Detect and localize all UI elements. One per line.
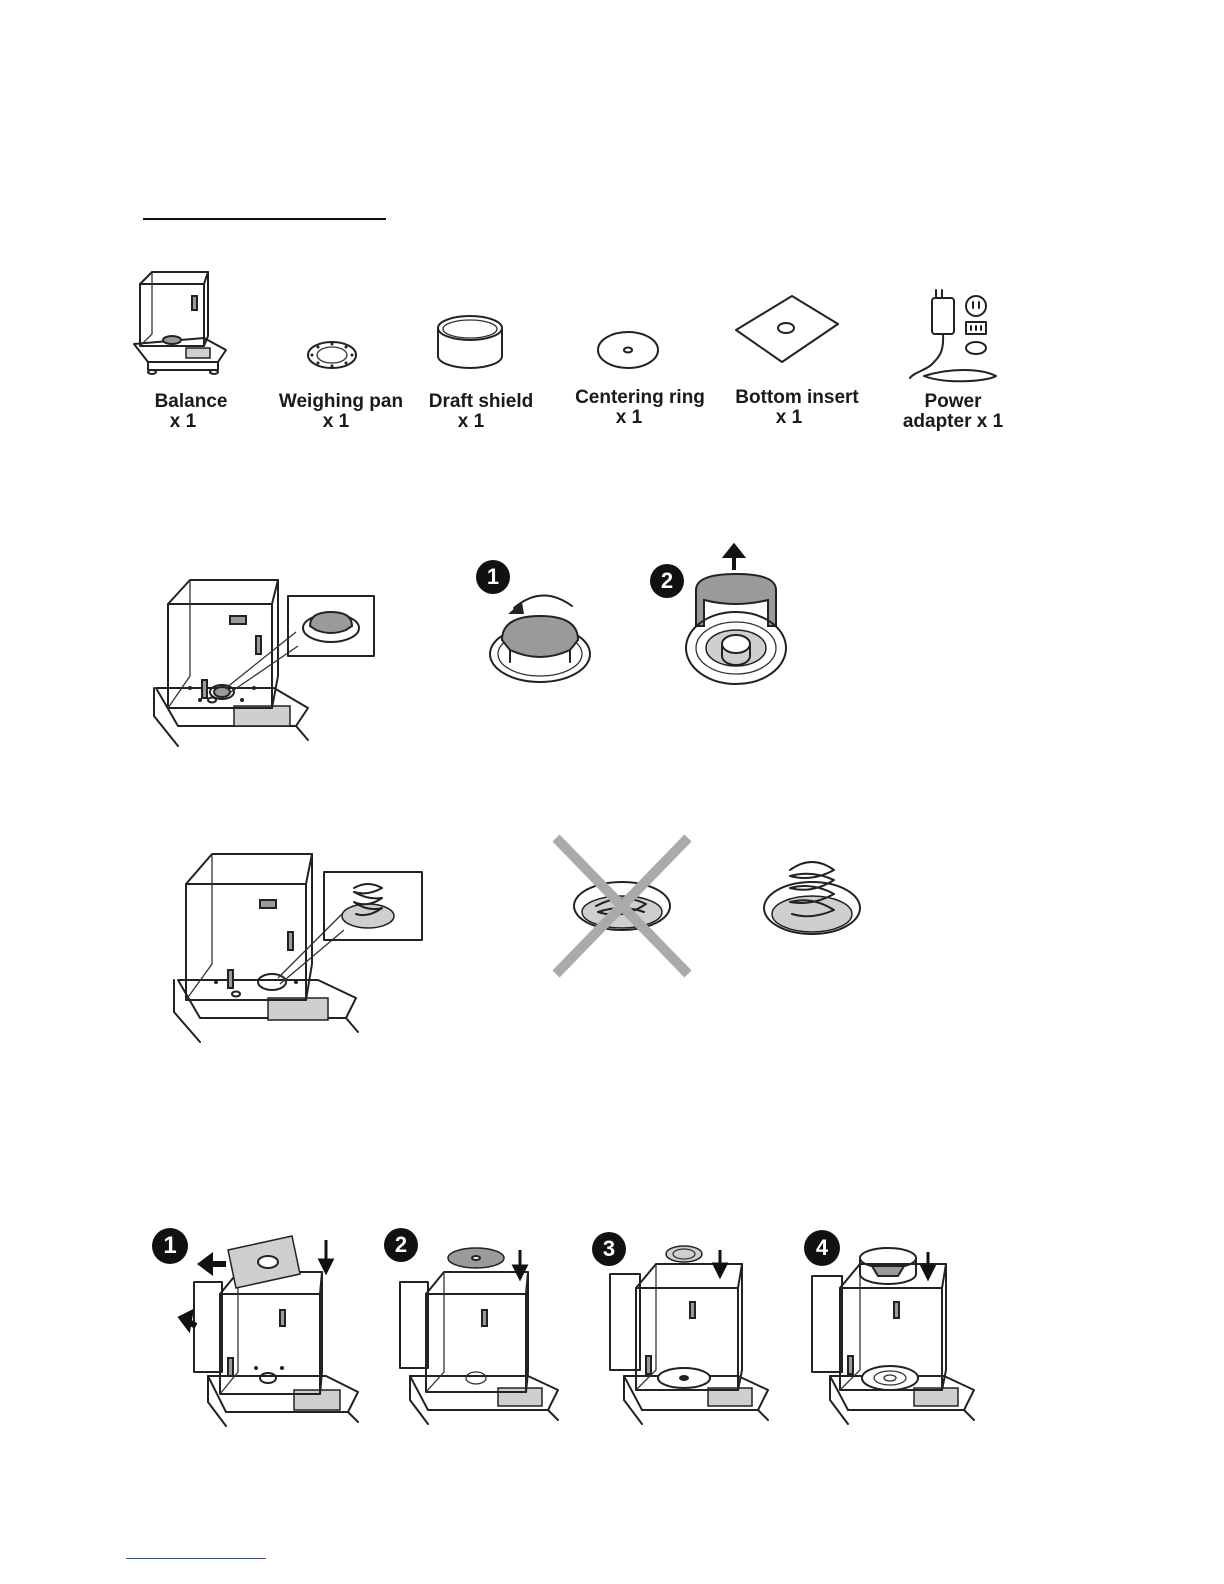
item-balance-label: Balance x 1 [131,392,251,432]
balance-illustration [128,266,233,386]
rotate-lock-illustration [486,590,594,690]
install-step-2-illustration [398,1244,560,1426]
section-heading-underline [143,218,386,220]
step-badge-2: 2 [650,564,684,598]
balance-with-lock-illustration [146,576,382,748]
item-weighing-pan-label: Weighing pan x 1 [268,392,414,432]
power-adapter-illustration [904,292,1000,386]
install-step-4-illustration [806,1246,976,1426]
install-step-1-illustration [176,1232,356,1426]
correct-spring-illustration [762,856,864,942]
incorrect-spring-illustration [550,834,694,978]
footer-link-underline [126,1558,266,1559]
item-power-adapter-label: Power adapter x 1 [884,392,1022,432]
item-centering-ring-label: Centering ring x 1 [562,388,718,428]
item-bottom-insert-label: Bottom insert x 1 [724,388,870,428]
draft-shield-illustration [436,314,504,374]
item-draft-shield-label: Draft shield x 1 [418,392,544,432]
centering-ring-illustration [596,330,660,370]
lift-lock-illustration [682,544,790,688]
install-step-3-illustration [606,1244,770,1426]
weighing-pan-illustration [306,340,358,370]
bottom-insert-illustration [734,294,840,366]
balance-with-spring-illustration [168,848,428,1044]
step-badge-1: 1 [476,560,510,594]
